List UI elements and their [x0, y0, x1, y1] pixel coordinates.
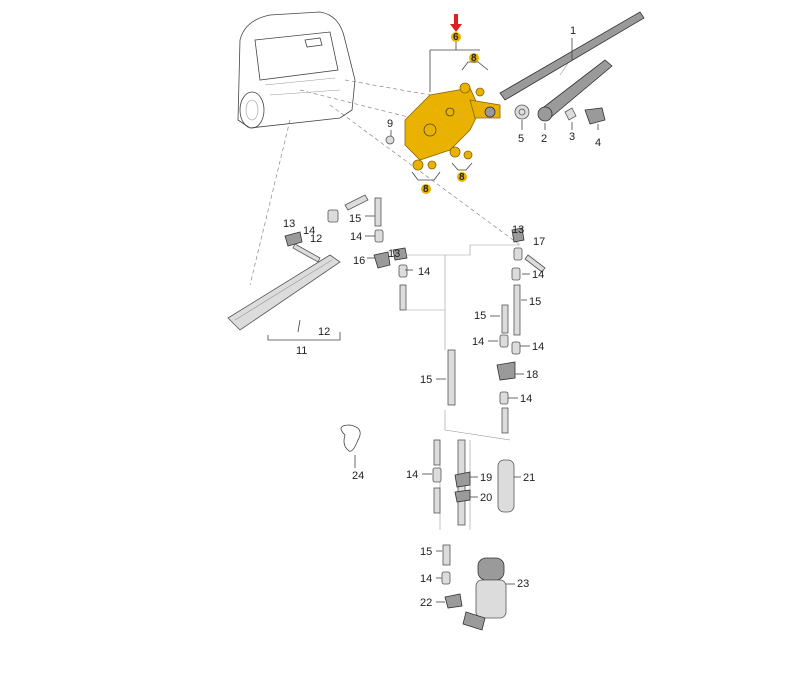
callout-14-g: 14	[520, 393, 532, 405]
grommets-highlighted	[412, 82, 485, 171]
washer-pump-assembly	[340, 424, 515, 631]
highlight-badge	[421, 184, 431, 194]
vehicle-rear-illustration	[237, 11, 356, 129]
callout-4: 4	[595, 137, 601, 149]
callout-15-e: 15	[420, 546, 432, 558]
trim-strip	[227, 254, 341, 341]
callout-11: 11	[296, 345, 307, 357]
callout-6: 6	[453, 32, 459, 43]
callout-ticks	[354, 215, 530, 603]
callout-13-right: 13	[512, 224, 524, 236]
callout-8-right: 8	[459, 172, 465, 183]
highlight-badge	[469, 53, 479, 63]
callout-14-h: 14	[406, 469, 418, 481]
callout-15-d: 15	[420, 374, 432, 386]
callout-2: 2	[541, 133, 547, 145]
callout-14-f: 14	[532, 341, 544, 353]
callout-9: 9	[387, 118, 393, 130]
washer-hose-set	[284, 194, 546, 434]
highlight-badge	[451, 32, 461, 42]
callout-22: 22	[420, 597, 432, 609]
callout-16: 16	[353, 255, 365, 267]
callout-12-nozzle: 12	[310, 233, 322, 245]
callout-1: 1	[570, 25, 576, 37]
callout-14-a: 14	[303, 225, 315, 237]
callout-3: 3	[569, 131, 575, 143]
nut	[385, 135, 395, 145]
highlight-arrow-icon	[450, 14, 462, 32]
callout-12-trim: 12	[318, 326, 330, 338]
callout-13-mid: 13	[388, 248, 400, 260]
hose-routing-lines	[405, 244, 520, 530]
callout-24: 24	[352, 470, 364, 482]
callout-14-d: 14	[532, 269, 544, 281]
callout-15-b: 15	[529, 296, 541, 308]
callout-13-left: 13	[283, 218, 295, 230]
callout-brackets	[297, 38, 599, 333]
callout-15-c: 15	[474, 310, 486, 322]
wiper-small-parts	[514, 104, 606, 125]
highlight-badge	[457, 172, 467, 182]
callout-5: 5	[518, 133, 524, 145]
callout-18: 18	[526, 369, 538, 381]
callout-15-a: 15	[349, 213, 361, 225]
callout-8-left: 8	[423, 184, 429, 195]
callout-14-b: 14	[350, 231, 362, 243]
callout-8-top: 8	[471, 53, 477, 64]
callout-14-c: 14	[418, 266, 430, 278]
wiper-motor-highlighted	[404, 87, 501, 161]
callout-14-e: 14	[472, 336, 484, 348]
callout-19: 19	[480, 472, 492, 484]
callout-14-i: 14	[420, 573, 432, 585]
wiper-arm	[537, 59, 613, 122]
callout-17: 17	[533, 236, 545, 248]
callout-labels: 1 2 3 4 5 6 8 8 8 9 11 12 12 13 13 13 14…	[283, 25, 601, 609]
callout-20: 20	[480, 492, 492, 504]
callout-23: 23	[517, 578, 529, 590]
callout-21: 21	[523, 472, 535, 484]
